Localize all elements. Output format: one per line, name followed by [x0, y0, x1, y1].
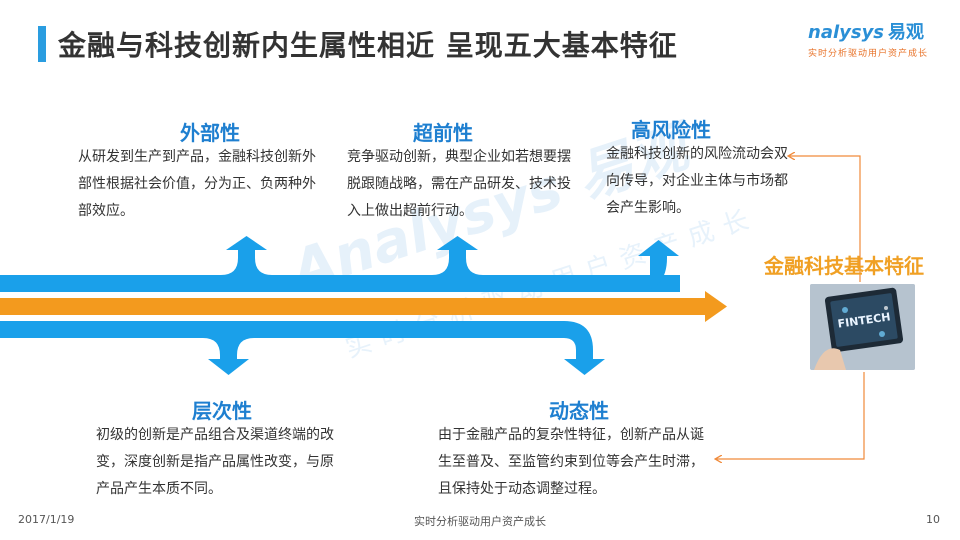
lower-blue-stream: [0, 321, 605, 375]
page-number: 10: [926, 513, 940, 526]
feature-title-hierarchy: 层次性: [178, 395, 266, 424]
feature-title-externality: 外部性: [170, 117, 250, 146]
feature-desc-advanced: 竞争驱动创新，典型企业如若想要摆脱跟随战略，需在产品研发、技术投入上做出超前行动…: [347, 144, 579, 225]
feature-title-dynamic: 动态性: [535, 395, 623, 424]
fintech-image: FINTECH: [810, 284, 915, 370]
center-orange-arrow: [0, 291, 727, 322]
core-feature-label: 金融科技基本特征: [764, 250, 924, 279]
feature-desc-hierarchy: 初级的创新是产品组合及渠道终端的改变，深度创新是指产品属性改变，与原产品产生本质…: [96, 422, 344, 503]
feature-desc-high-risk: 金融科技创新的风险流动会双向传导，对企业主体与市场都会产生影响。: [606, 141, 788, 222]
feature-desc-dynamic: 由于金融产品的复杂性特征，创新产品从诞生至普及、至监管约束到位等会产生时滞，且保…: [438, 422, 714, 503]
feature-title-high-risk: 高风险性: [606, 114, 736, 143]
footer-tagline: 实时分析驱动用户资产成长: [0, 513, 960, 529]
feature-title-advanced: 超前性: [399, 117, 487, 146]
feature-desc-externality: 从研发到生产到产品，金融科技创新外部性根据社会价值，分为正、负两种外部效应。: [78, 144, 324, 225]
upper-blue-stream: [0, 236, 680, 292]
